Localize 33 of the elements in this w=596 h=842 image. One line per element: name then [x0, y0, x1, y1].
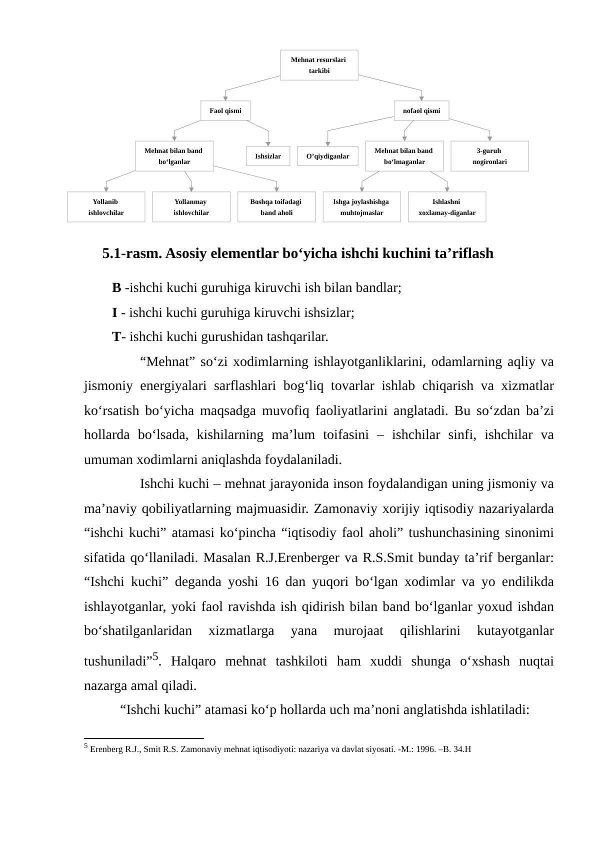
arrow	[104, 170, 136, 192]
arrow	[246, 120, 271, 147]
node-box	[366, 140, 444, 172]
definition-text: B -ishchi kuchi guruhiga kiruvchi ish bilan bandlar;	[112, 280, 403, 298]
definition-text: T- ishchi kuchi gurushidan tashqarilar.	[112, 329, 330, 347]
arrow	[402, 120, 414, 142]
arrow	[223, 75, 281, 102]
node-box	[450, 140, 529, 172]
paragraph-text: “Ishchi kuchi” atamasi ko‘p hollarda uch ma’noni anglatishda ishlatiladi:	[119, 702, 531, 720]
node-box	[67, 192, 146, 222]
node-box	[135, 140, 214, 172]
node-box	[238, 192, 316, 222]
node-box	[322, 192, 402, 222]
arrow	[448, 118, 492, 142]
arrow	[325, 116, 394, 147]
paragraph-text: “Mehnat” so‘zi xodimlarning ishlayotganliklarini, odamlarning aqliy va jismoniy energiyalari sarflashlari bog‘liq tovarlar ishlab chiqarish va xizmatlar ko‘rsatish bo‘yicha maqsadga muvofiq faoliyatlarini anglatadi. Bu so‘zdan ba’zi hollarda bo‘lsada, kishilarning ma’lum toifasini – ishchilar sinfi, ishchilar va umuman xodimlarni aniqlashda foydalaniladi.	[84, 354, 554, 470]
node-box	[280, 50, 358, 80]
arrow	[212, 165, 280, 192]
node-box	[200, 100, 250, 121]
arrow	[184, 170, 194, 192]
arrow	[430, 170, 450, 192]
node-box	[246, 146, 290, 166]
arrow	[360, 170, 380, 192]
definition-text: I - ishchi kuchi guruhiga kiruvchi ishsizlar;	[112, 304, 356, 322]
paragraph-text: Ishchi kuchi – mehnat jarayonida inson foydalandigan uning jismoniy va ma’naviy qobiliyatlarning majmuasidir. Zamonaviy xorijiy iqtisodiy nazariyalarda “ishchi kuchi” atamasi ko‘pincha “iqtisodiy faol aholi” tushunchasining sinonimi sifatida qo‘llaniladi. Masalan R.J.Erenberger va R.S.Smit bunday ta’rif berganlar: “Ishchi kuchi” deganda yoshi 16 dan yuqori bo‘lgan xodimlar va yo endilikda ishlayotganlar, yoki faol ravishda ish qidirish bilan band bo‘lganlar yoxud ishdan bo‘shatilganlaridan xizmatlarga yana murojaat qilishlarini kutayotganlar tushuniladi”$^{5}$. Halqaro mehnat tashkiloti ham xuddi shunga o‘xshash nuqtai nazarga amal qiladi.	[84, 476, 554, 696]
arrow	[358, 74, 424, 102]
node-box	[394, 100, 450, 121]
arrow	[172, 120, 202, 142]
node-box	[297, 146, 358, 166]
node-box	[408, 192, 486, 222]
node-box	[152, 192, 230, 222]
figure-caption: 5.1-rasm. Asosiy elementlar bo‘yicha ishchi kuchini ta’riflash	[101, 246, 495, 263]
footnote-text: $^{5}$ Erenberg R.J., Smit R.S. Zamonaviy mehnat iqtisodiyoti: nazariya va davlat siyosati. -M.: 1996. –B. 34.H	[84, 740, 472, 754]
